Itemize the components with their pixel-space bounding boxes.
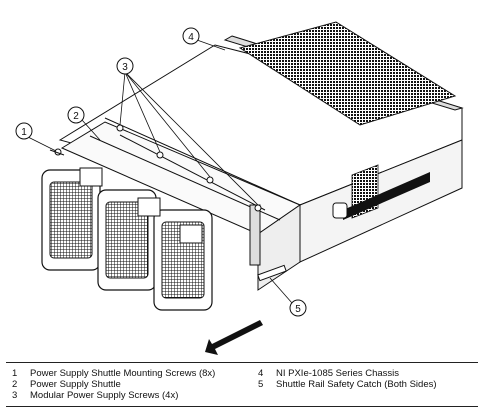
legend-item-3-text: Modular Power Supply Screws (4x) [30, 390, 179, 401]
legend-item-1-text: Power Supply Shuttle Mounting Screws (8x… [30, 368, 216, 379]
callout-4: 4 [182, 27, 200, 45]
legend-item-2: 2 Power Supply Shuttle [12, 379, 242, 390]
legend-item-1: 1 Power Supply Shuttle Mounting Screws (… [12, 368, 242, 379]
legend-item-3-number: 3 [12, 390, 18, 401]
top-vent [238, 21, 457, 126]
callout-1: 1 [15, 122, 33, 140]
side-handle [332, 202, 348, 219]
legend-bottom-rule [6, 406, 478, 407]
legend-item-3: 3 Modular Power Supply Screws (4x) [12, 390, 242, 401]
legend-item-5: 5 Shuttle Rail Safety Catch (Both Sides) [258, 379, 478, 390]
callout-4-number: 4 [188, 32, 194, 43]
legend-item-1-number: 1 [12, 368, 18, 379]
power-supply-shuttle [60, 121, 302, 291]
power-supply-modules [79, 167, 203, 244]
mounting-screw [49, 148, 65, 156]
legend-item-4-number: 4 [258, 368, 264, 379]
legend-item-4: 4 NI PXIe-1085 Series Chassis [258, 368, 478, 379]
callout-2: 2 [67, 106, 85, 124]
legend-item-5-text: Shuttle Rail Safety Catch (Both Sides) [276, 379, 437, 390]
side-rail [343, 172, 430, 220]
callout-2-number: 2 [73, 111, 79, 122]
legend-item-2-number: 2 [12, 379, 18, 390]
callout-3: 3 [116, 57, 134, 75]
legend-item-4-text: NI PXIe-1085 Series Chassis [276, 368, 400, 379]
callout-1-number: 1 [21, 127, 27, 138]
legend: 1 Power Supply Shuttle Mounting Screws (… [0, 362, 484, 410]
legend-top-rule [6, 362, 478, 363]
legend-item-5-number: 5 [258, 379, 264, 390]
leader-lines [25, 39, 293, 304]
callout-5-number: 5 [295, 304, 301, 315]
shuttle-rail-safety-catch [257, 264, 287, 282]
direction-arrow [205, 320, 263, 355]
legend-item-2-text: Power Supply Shuttle [30, 379, 121, 390]
callout-3-number: 3 [122, 62, 128, 73]
modular-power-supply-screws [116, 124, 262, 212]
callout-5: 5 [289, 299, 307, 317]
